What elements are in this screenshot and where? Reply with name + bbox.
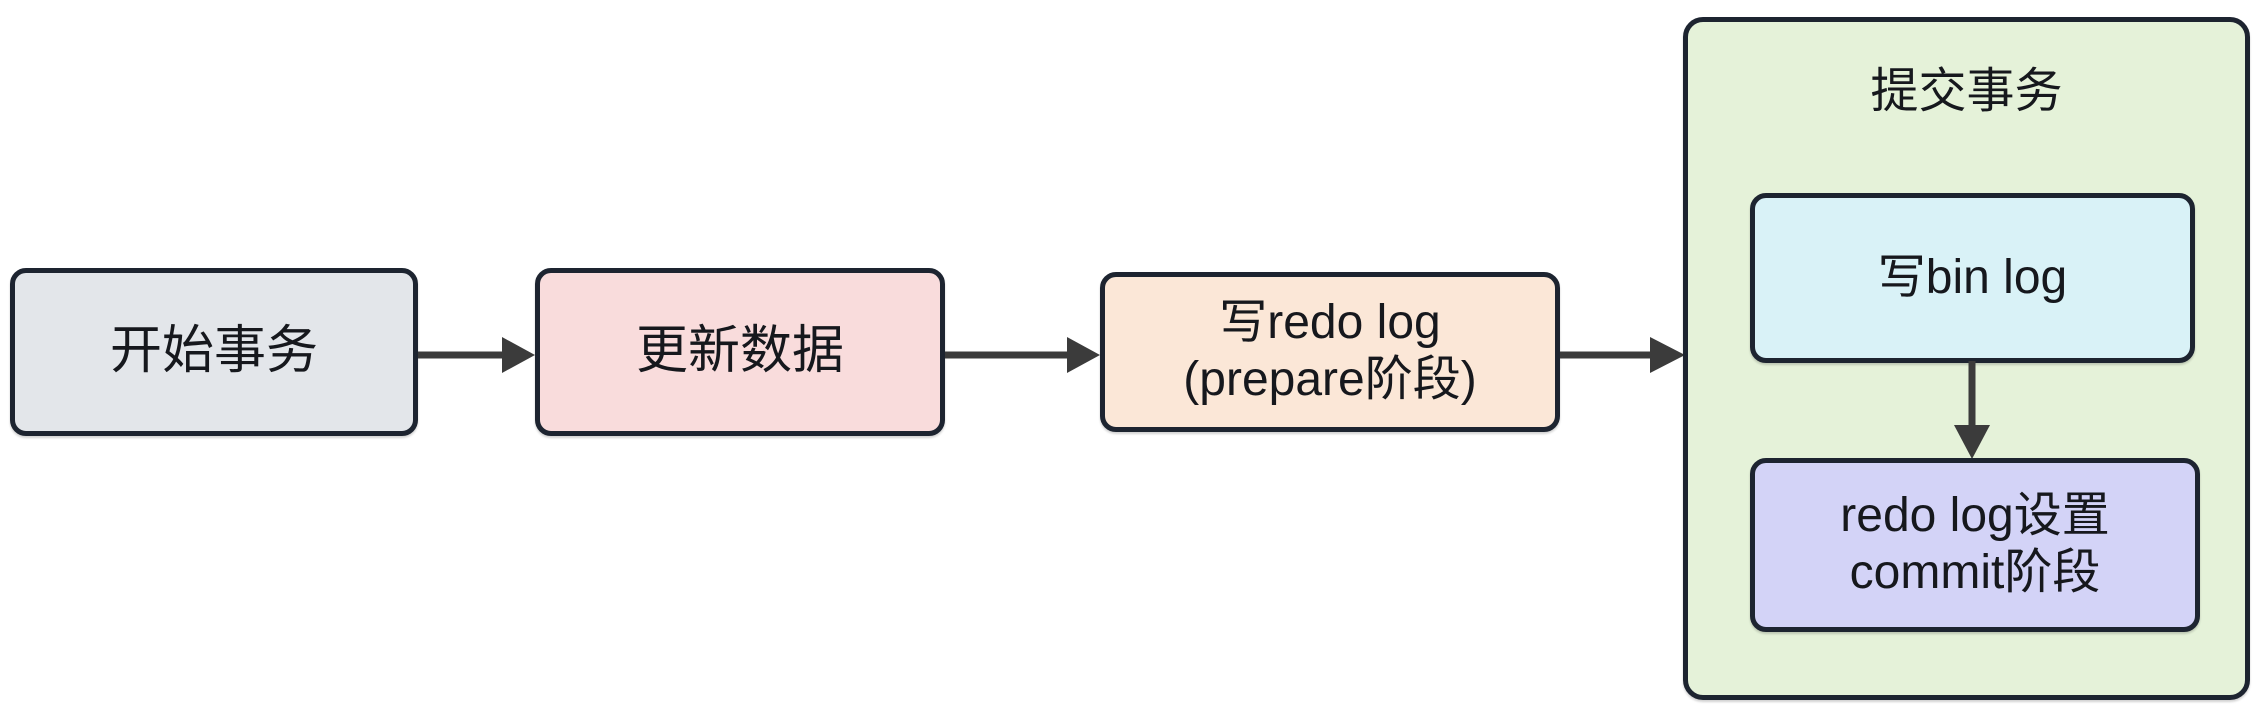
arrow-redo-to-commit xyxy=(1560,330,1690,380)
arrow-begin-to-update xyxy=(418,330,538,380)
node-write-bin-log[interactable]: 写bin log xyxy=(1750,193,2195,363)
group-commit-transaction-title: 提交事务 xyxy=(1870,65,2063,118)
node-begin-transaction[interactable]: 开始事务 xyxy=(10,268,418,436)
node-update-data[interactable]: 更新数据 xyxy=(535,268,945,436)
arrow-binlog-to-redolog xyxy=(1942,361,2002,461)
node-redo-log-commit[interactable]: redo log设置 commit阶段 xyxy=(1750,458,2200,632)
arrow-update-to-redo xyxy=(945,330,1105,380)
node-write-redo-log[interactable]: 写redo log (prepare阶段) xyxy=(1100,272,1560,432)
